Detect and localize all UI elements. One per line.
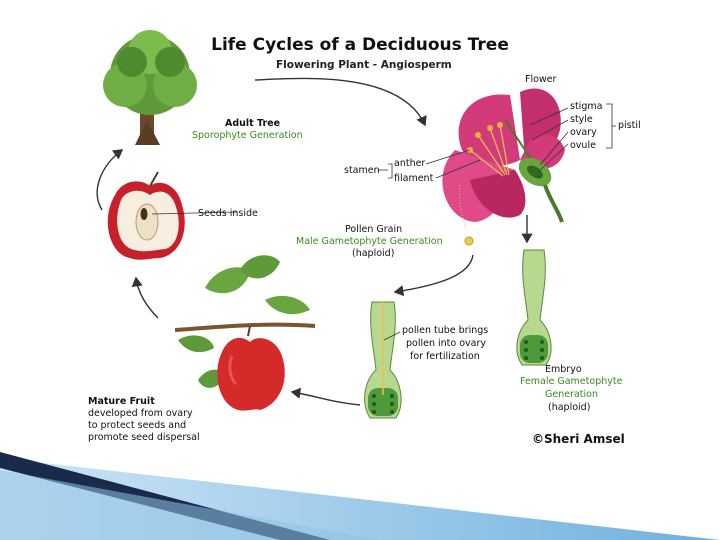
mature-fruit-line-3: to protect seeds and — [88, 420, 186, 431]
filament-label: filament — [394, 173, 433, 184]
female-haploid-label: (haploid) — [548, 402, 590, 413]
pistil-embryo-illustration — [517, 250, 551, 365]
pollen-grain-label: Pollen Grain — [345, 224, 402, 235]
male-gametophyte-label: Male Gametophyte Generation — [296, 236, 443, 247]
flower-illustration — [442, 88, 565, 222]
anther-label: anther — [394, 158, 425, 169]
page-subtitle: Flowering Plant - Angiosperm — [276, 59, 452, 71]
embryo-label: Embryo — [545, 364, 582, 375]
pistil-label: pistil — [618, 120, 641, 131]
generation-label: Generation — [545, 389, 598, 400]
page-title: Life Cycles of a Deciduous Tree — [0, 35, 720, 55]
stamen-label: stamen — [344, 165, 380, 176]
ovule-label: ovule — [570, 140, 596, 151]
adult-tree-label: Adult Tree — [225, 118, 280, 129]
female-gametophyte-label: Female Gametophyte — [520, 376, 622, 387]
pollen-tube-illustration — [365, 302, 402, 418]
pollen-tube-line-2: pollen into ovary — [406, 338, 486, 349]
copyright-label: ©Sheri Amsel — [532, 432, 625, 446]
ovary-label: ovary — [570, 127, 597, 138]
apple-cross-section — [108, 172, 185, 260]
pollen-tube-line-1: pollen tube brings — [402, 325, 488, 336]
mature-fruit-line-1: Mature Fruit — [88, 396, 155, 407]
corner-ribbon — [0, 452, 720, 540]
mature-fruit-line-2: developed from ovary — [88, 408, 193, 419]
style-label: style — [570, 114, 593, 125]
apple-on-branch — [175, 255, 315, 410]
pollen-tube-line-3: for fertilization — [410, 351, 480, 362]
stigma-label: stigma — [570, 101, 602, 112]
seeds-inside-label: Seeds inside — [198, 208, 258, 219]
pollen-grain-dot — [465, 237, 473, 245]
male-haploid-label: (haploid) — [352, 248, 394, 259]
sporophyte-label: Sporophyte Generation — [192, 130, 303, 141]
mature-fruit-line-4: promote seed dispersal — [88, 432, 200, 443]
flower-label: Flower — [525, 74, 556, 85]
